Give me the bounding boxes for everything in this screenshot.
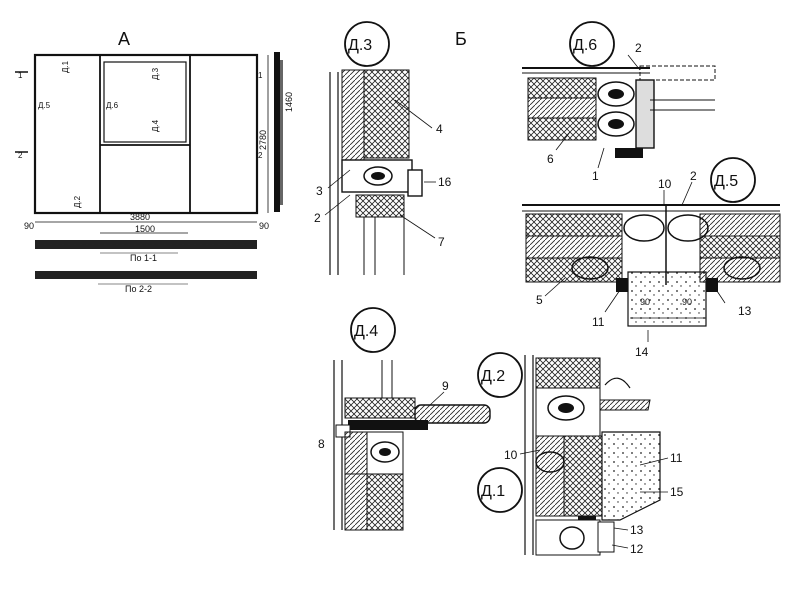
d3-callout-7: 7 [438, 235, 445, 249]
d3-callout-2: 2 [314, 211, 321, 225]
dim-edge-left: 90 [24, 221, 34, 231]
panel-facade: А Д.1 Д.2 Д.3 Д.4 Д.5 Д.6 1 2 1 2 3880 9… [15, 29, 467, 294]
d5-callout-10: 10 [658, 177, 672, 191]
dim-window-height: 1460 [284, 92, 294, 112]
section-label-b: Б [455, 29, 467, 49]
mark-d6: Д.6 [106, 101, 119, 110]
detail-d1-title: Д.1 [481, 483, 505, 500]
d5-callout-14: 14 [635, 345, 649, 359]
d3-callout-16: 16 [438, 175, 452, 189]
d5-callout-2: 2 [690, 169, 697, 183]
dim-width: 3880 [130, 212, 150, 222]
mark-d3: Д.3 [151, 67, 160, 80]
detail-d2-title: Д.2 [481, 368, 505, 385]
cut-2-left: 2 [18, 151, 23, 160]
mark-d4: Д.4 [151, 119, 160, 132]
d3-callout-4: 4 [436, 122, 443, 136]
cut-1-left: 1 [18, 71, 23, 80]
dim-opening: 1500 [135, 224, 155, 234]
detail-d4-title: Д.4 [354, 323, 378, 340]
d5-callout-13: 13 [738, 304, 752, 318]
detail-d5-title: Д.5 [714, 173, 738, 190]
d5-dim-left: 90 [640, 297, 650, 307]
d3-callout-3: 3 [316, 184, 323, 198]
mark-d1: Д.1 [61, 60, 70, 73]
d2-callout-15: 15 [670, 485, 684, 499]
detail-d2-d1: Д.2 Д.1 10 11 15 13 12 [477, 352, 684, 556]
detail-d4: Д.4 9 8 [318, 307, 491, 531]
d2-callout-12: 12 [630, 542, 644, 556]
section-label-a: А [118, 29, 130, 49]
dim-height: 2780 [258, 130, 268, 150]
d4-callout-9: 9 [442, 379, 449, 393]
d5-dim-right: 90 [682, 297, 692, 307]
d6-callout-2: 2 [635, 41, 642, 55]
detail-d3: Д.3 4 16 3 2 7 [314, 21, 452, 275]
detail-d3-title: Д.3 [348, 37, 372, 54]
detail-d6-title: Д.6 [573, 37, 597, 54]
d6-callout-6: 6 [547, 152, 554, 166]
d2-callout-10: 10 [504, 448, 518, 462]
mark-d2: Д.2 [73, 195, 82, 208]
d4-callout-8: 8 [318, 437, 325, 451]
cut-2-right: 2 [258, 151, 263, 160]
detail-d5: Д.5 90 90 10 2 5 11 13 14 [522, 157, 781, 359]
detail-d6: Д.6 2 6 1 [522, 21, 716, 183]
d5-callout-11: 11 [592, 315, 605, 329]
d2-callout-11: 11 [670, 451, 683, 465]
d6-callout-1: 1 [592, 169, 599, 183]
section-2-2: По 2-2 [125, 284, 152, 294]
d5-callout-5: 5 [536, 293, 543, 307]
mark-d5: Д.5 [38, 101, 51, 110]
d2-callout-13: 13 [630, 523, 644, 537]
dim-edge-right: 90 [259, 221, 269, 231]
section-1-1: По 1-1 [130, 253, 157, 263]
cut-1-right: 1 [258, 71, 263, 80]
